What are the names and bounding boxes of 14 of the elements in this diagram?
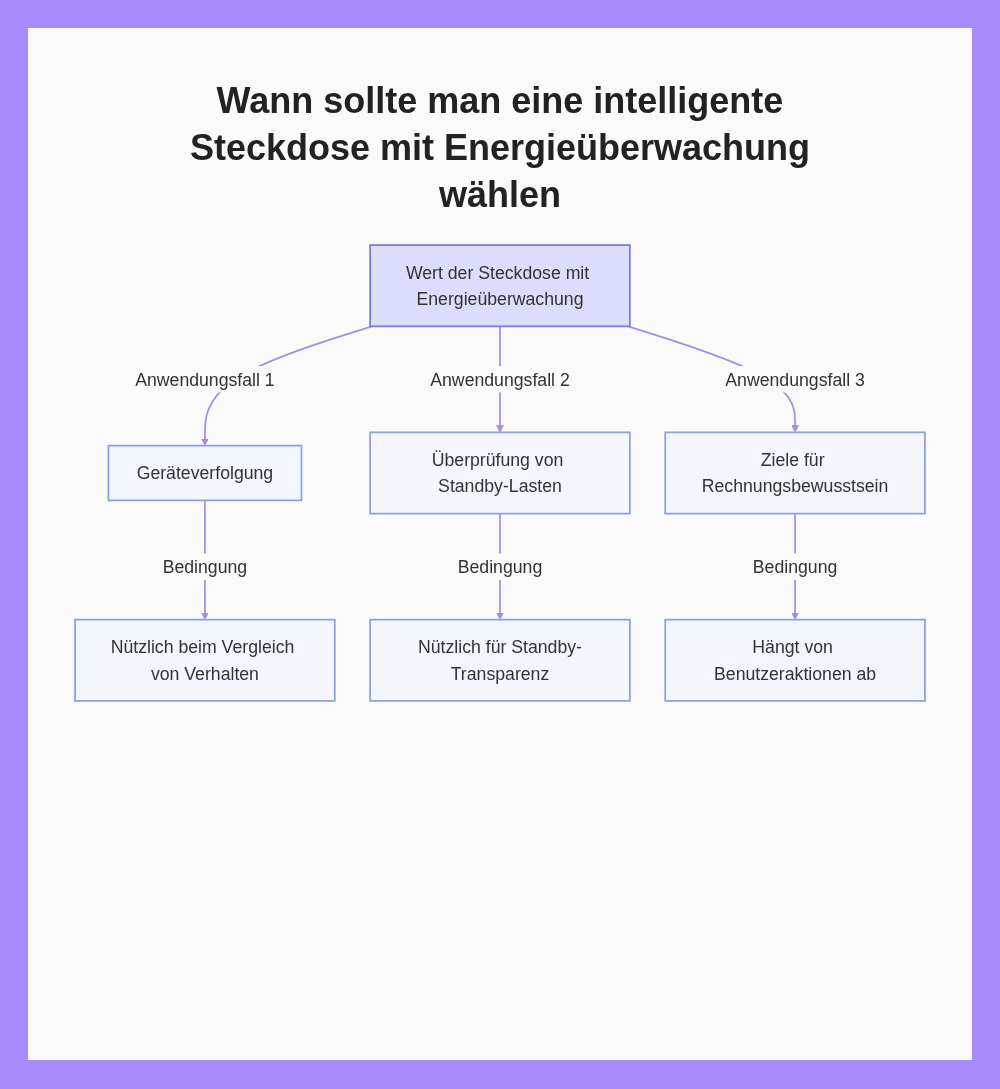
node-box: Ziele für Rechnungsbewusstsein <box>664 431 926 515</box>
edge-label: Anwendungsfall 1 <box>135 370 275 390</box>
node-box: Nützlich für Standby-Transparenz <box>369 619 631 703</box>
node-box: Nützlich beim Vergleich von Verhalten <box>74 619 336 703</box>
title: Wann sollte man eine intelligente Steckdose mit Energieüberwachung wählen <box>188 79 812 217</box>
edge-label: Bedingung <box>752 557 838 577</box>
node-box: Überprüfung von Standby-Lasten <box>369 431 631 515</box>
node-box: Wert der Steckdose mit Energieüberwachung <box>369 244 631 328</box>
edge-label: Anwendungsfall 2 <box>430 370 570 390</box>
edge-label: Bedingung <box>162 557 248 577</box>
node-box: Geräteverfolgung <box>107 445 303 502</box>
edge-label: Bedingung <box>457 557 543 577</box>
edge-label: Anwendungsfall 3 <box>725 370 865 390</box>
node-box: Hängt von Benutzeraktionen ab <box>664 619 926 703</box>
